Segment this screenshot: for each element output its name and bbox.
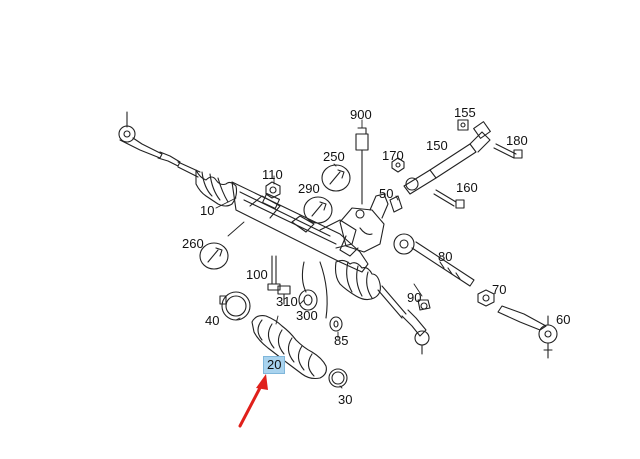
bellows-20 bbox=[251, 315, 327, 380]
callout-70: 70 bbox=[492, 282, 507, 297]
tie-rod-end-90 bbox=[401, 299, 431, 355]
callout-40: 40 bbox=[205, 313, 220, 328]
bolt-160 bbox=[433, 189, 465, 209]
callout-100: 100 bbox=[246, 267, 268, 282]
clip-50 bbox=[389, 195, 403, 213]
intermediate-shaft-150 bbox=[403, 121, 491, 195]
inner-tie-rod-80 bbox=[393, 233, 475, 287]
callout-50: 50 bbox=[379, 186, 394, 201]
callout-85: 85 bbox=[334, 333, 349, 348]
callout-60: 60 bbox=[556, 312, 571, 327]
callout-300: 300 bbox=[296, 308, 318, 323]
nut-85 bbox=[329, 316, 343, 332]
callout-290: 290 bbox=[298, 181, 320, 196]
leader-lines bbox=[215, 119, 423, 389]
left-rack-bellows bbox=[195, 169, 238, 207]
pinion-valve-housing bbox=[339, 193, 389, 257]
bolt-180 bbox=[493, 143, 523, 159]
bolt-100 bbox=[267, 255, 281, 291]
bolt-155 bbox=[457, 119, 469, 131]
bolt-310 bbox=[277, 285, 291, 305]
callout-10: 10 bbox=[200, 203, 215, 218]
nut-70 bbox=[477, 289, 495, 307]
callout-170: 170 bbox=[382, 148, 404, 163]
pointer-arrow bbox=[238, 374, 268, 428]
label-sticker-290 bbox=[303, 196, 333, 224]
right-rack-bellows bbox=[334, 259, 381, 301]
callout-110: 110 bbox=[262, 167, 283, 182]
left-tie-rod-end bbox=[118, 111, 181, 167]
label-sticker-250 bbox=[321, 164, 351, 192]
callout-90: 90 bbox=[407, 290, 422, 305]
right-inner-tie-rod bbox=[377, 285, 407, 319]
callout-80: 80 bbox=[438, 249, 453, 264]
callout-250: 250 bbox=[323, 149, 345, 164]
part-900 bbox=[355, 127, 369, 205]
callout-180: 180 bbox=[506, 133, 528, 148]
callout-155: 155 bbox=[454, 105, 476, 120]
callout-260: 260 bbox=[182, 236, 204, 251]
callout-150: 150 bbox=[426, 138, 448, 153]
clamp-40 bbox=[219, 291, 251, 321]
callout-310: 310 bbox=[276, 294, 298, 309]
clamp-30 bbox=[328, 368, 348, 388]
outer-tie-rod-end-60 bbox=[497, 305, 558, 359]
bushing-300 bbox=[298, 261, 328, 319]
bolt-110 bbox=[265, 181, 281, 199]
nut-170 bbox=[391, 157, 405, 173]
callout-160: 160 bbox=[456, 180, 478, 195]
left-inner-tie-rod bbox=[177, 161, 201, 178]
callout-20-highlighted[interactable]: 20 bbox=[263, 356, 286, 374]
callout-900: 900 bbox=[350, 107, 372, 122]
callout-30: 30 bbox=[338, 392, 353, 407]
label-sticker-260 bbox=[199, 242, 229, 270]
